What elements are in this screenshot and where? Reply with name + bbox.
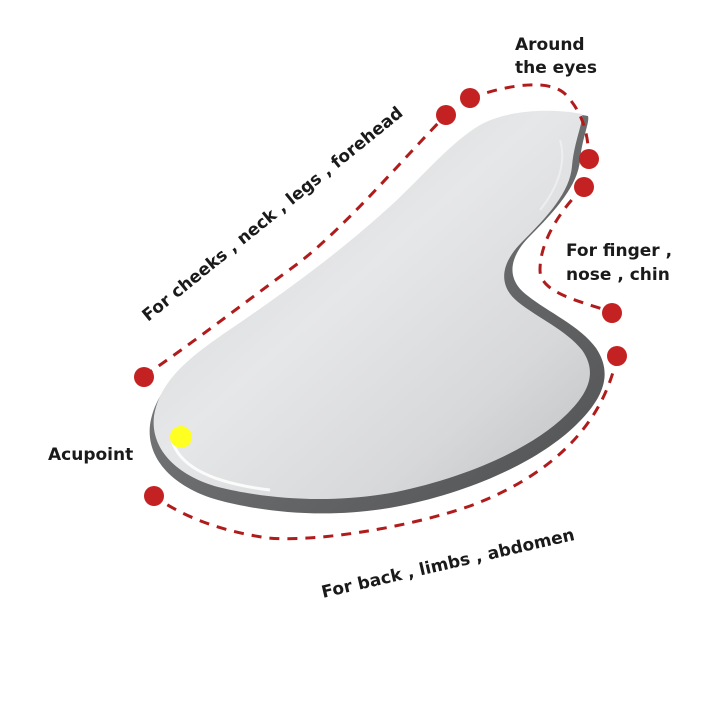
dash-finger: [538, 185, 613, 314]
zone-lines: [143, 83, 619, 541]
endpoint-dots: [134, 88, 627, 506]
dot-finger-end: [602, 303, 622, 323]
acupoint-dot: [170, 426, 192, 448]
dot-back-start: [607, 346, 627, 366]
dot-eyes-end: [579, 149, 599, 169]
dot-back-end: [144, 486, 164, 506]
dot-cheeks-end: [436, 105, 456, 125]
label-back: For back , limbs , abdomen: [320, 525, 577, 603]
tool-highlight: [170, 439, 271, 492]
dash-cheeks: [143, 113, 448, 378]
dash-eyes: [469, 83, 591, 159]
label-finger-line2: nose , chin: [566, 265, 670, 285]
label-acupoint: Acupoint: [48, 445, 134, 465]
dot-eyes-start: [460, 88, 480, 108]
label-finger-line1: For finger ,: [566, 241, 673, 261]
dot-cheeks-start: [134, 367, 154, 387]
gua-sha-tool: [149, 110, 605, 514]
label-around-line1: Around: [515, 35, 585, 55]
dot-finger-start: [574, 177, 594, 197]
tool-face: [153, 110, 590, 500]
label-around-line2: the eyes: [515, 58, 597, 78]
tool-highlight-edge: [539, 139, 564, 211]
